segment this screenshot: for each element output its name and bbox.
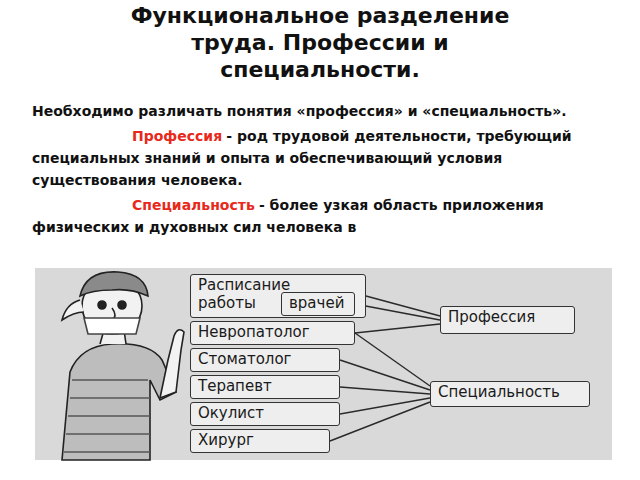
paragraph: Специальность- более узкая область прило… — [32, 194, 620, 238]
specialty-box: Стоматолог — [190, 348, 340, 372]
connector-line — [355, 324, 440, 333]
specialty-box: Хирург — [190, 429, 330, 453]
node-text: Расписание работы — [198, 276, 290, 312]
specialty-box: Терапевт — [190, 375, 340, 399]
definition-text: - род трудовой деятельности, требующий с… — [32, 128, 572, 188]
picture-ground — [35, 268, 612, 460]
term-word: Профессия — [132, 128, 222, 144]
category-box: Специальность — [430, 381, 590, 407]
node-text: Невропатолог — [198, 323, 347, 341]
node-text: Стоматолог — [198, 350, 332, 368]
connector-line — [330, 402, 430, 441]
node-text: Окулист — [198, 404, 332, 422]
title: Функциональное разделение труда. Професс… — [90, 2, 550, 83]
schedule-box: Расписание работыврачей — [190, 274, 366, 318]
connector-line — [340, 360, 430, 390]
connector-line — [340, 398, 430, 414]
connector-line — [355, 304, 440, 320]
connector-line — [340, 387, 430, 394]
definition-text: Необходимо различать понятия «профессия»… — [32, 103, 567, 119]
node-text: Специальность — [438, 383, 582, 401]
node-text: врачей — [289, 294, 347, 312]
paragraph: Профессия- род трудовой деятельности, тр… — [32, 125, 620, 191]
text-block: Необходимо различать понятия «профессия»… — [32, 100, 620, 241]
term-word: Специальность — [132, 197, 255, 213]
category-box: Профессия — [440, 306, 575, 334]
paragraph: Необходимо различать понятия «профессия»… — [32, 100, 620, 122]
doctors-box: врачей — [281, 292, 355, 316]
node-text: Терапевт — [198, 377, 332, 395]
node-text: Хирург — [198, 431, 322, 449]
doctor-figure — [62, 272, 184, 460]
node-text: Профессия — [448, 308, 567, 326]
specialty-box: Окулист — [190, 402, 340, 426]
definition-text: - более узкая область приложения физичес… — [32, 197, 544, 235]
specialty-box: Невропатолог — [190, 321, 355, 345]
